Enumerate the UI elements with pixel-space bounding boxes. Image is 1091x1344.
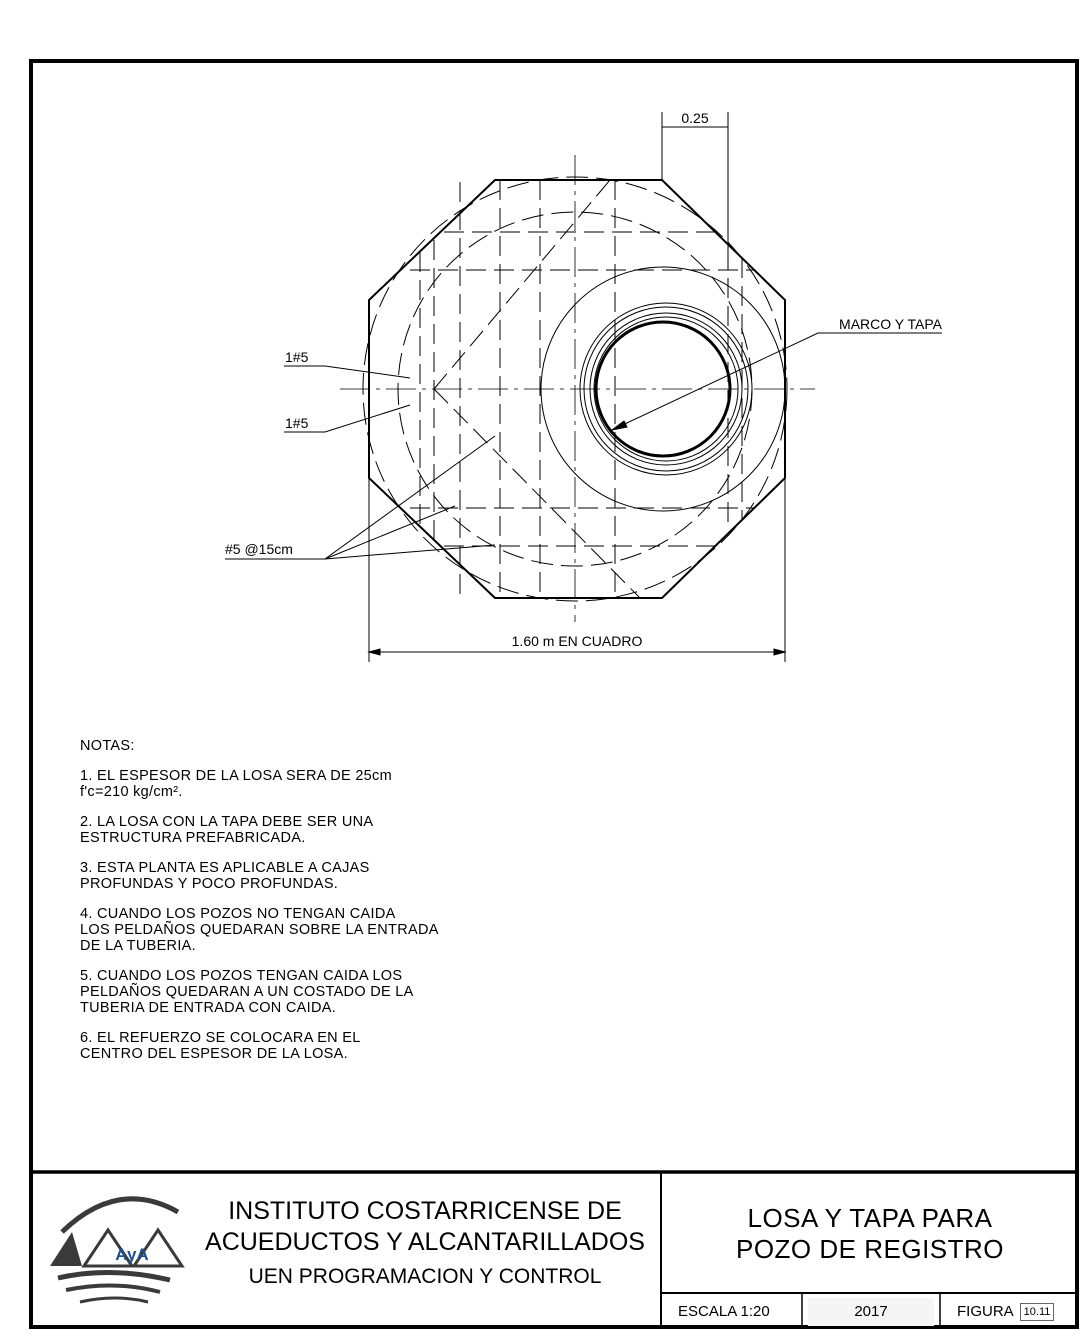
dimension-top-label: 0.25 xyxy=(681,110,708,126)
note-item: 1. EL ESPESOR DE LA LOSA SERA DE 25cm f'… xyxy=(80,768,392,800)
notes-block: NOTAS: 1. EL ESPESOR DE LA LOSA SERA DE … xyxy=(80,738,500,1076)
marco-y-tapa-label: MARCO Y TAPA xyxy=(839,316,943,332)
dimension-top xyxy=(661,112,729,250)
aya-logo-text: AyA xyxy=(115,1245,148,1264)
slab-outline xyxy=(368,179,786,599)
note-item: 4. CUANDO LOS POZOS NO TENGAN CAIDA LOS … xyxy=(80,906,439,954)
slab-plan-drawing xyxy=(225,112,942,662)
figure-label: FIGURA xyxy=(957,1303,1014,1320)
figure-number: 10.11 xyxy=(1019,1303,1055,1322)
figure-cell: FIGURA 10.11 xyxy=(957,1298,1055,1326)
drawing-title: LOSA Y TAPA PARA POZO DE REGISTRO xyxy=(665,1203,1075,1265)
notes-heading: NOTAS: xyxy=(80,738,135,754)
org-line-2: ACUEDUCTOS Y ALCANTARILLADOS xyxy=(205,1228,645,1256)
org-line-3: UEN PROGRAMACION Y CONTROL xyxy=(248,1265,602,1288)
aya-logo: AyA xyxy=(50,1196,185,1304)
title-line-2: POZO DE REGISTRO xyxy=(735,1234,1005,1264)
dimension-bottom-label: 1.60 m EN CUADRO xyxy=(512,633,643,649)
bar-spacing-label: #5 @15cm xyxy=(225,541,293,557)
title-line-1: LOSA Y TAPA PARA xyxy=(747,1203,993,1233)
note-item: 5. CUANDO LOS POZOS TENGAN CAIDA LOS PEL… xyxy=(80,968,414,1016)
reinforcement-bars xyxy=(410,179,755,599)
note-item: 6. EL REFUERZO SE COLOCARA EN EL CENTRO … xyxy=(80,1030,361,1062)
label-underlines xyxy=(225,332,942,560)
org-line-1: INSTITUTO COSTARRICENSE DE xyxy=(228,1197,622,1225)
bar-label-2: 1#5 xyxy=(285,415,309,431)
organization-name: INSTITUTO COSTARRICENSE DE ACUEDUCTOS Y … xyxy=(190,1196,660,1292)
center-lines xyxy=(340,155,815,622)
note-item: 3. ESTA PLANTA ES APLICABLE A CAJAS PROF… xyxy=(80,860,370,892)
bar-label-1: 1#5 xyxy=(285,349,309,365)
leader-lines xyxy=(225,332,942,560)
sheet-border xyxy=(29,59,1079,1329)
scale-label: ESCALA 1:20 xyxy=(678,1303,770,1320)
year-label: 2017 xyxy=(808,1298,934,1326)
note-item: 2. LA LOSA CON LA TAPA DEBE SER UNA ESTR… xyxy=(80,814,374,846)
dimension-bottom xyxy=(367,478,787,662)
